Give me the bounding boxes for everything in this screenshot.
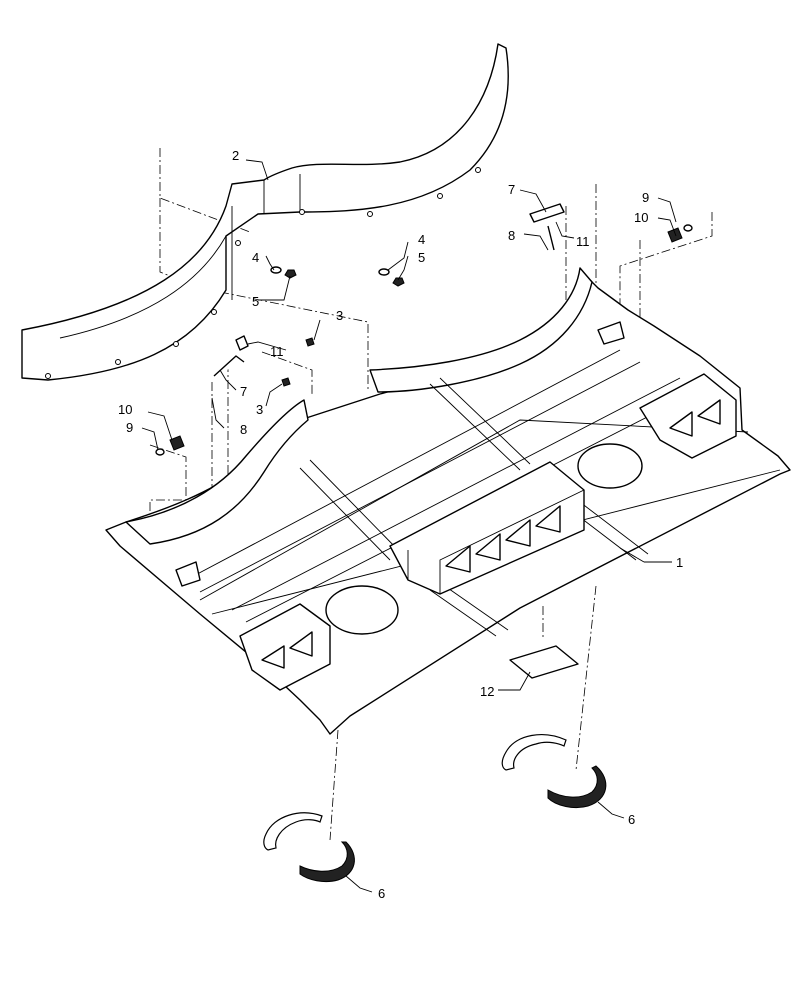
main-tray-part-1 — [105, 267, 791, 735]
callout-11-left: 11 — [270, 344, 284, 359]
callout-11-right: 11 — [576, 234, 590, 249]
callout-5-right: 5 — [418, 250, 425, 265]
callouts: 2 1 3 3 4 4 5 5 6 6 7 7 8 8 9 9 10 10 11… — [118, 148, 683, 901]
callout-8-left: 8 — [240, 422, 247, 437]
bolt-3-lower — [281, 377, 291, 387]
spring-10-right — [667, 227, 683, 243]
decal-12 — [509, 645, 579, 679]
callout-4-left: 4 — [252, 250, 259, 265]
callout-7-right: 7 — [508, 182, 515, 197]
callout-3-lower: 3 — [256, 402, 263, 417]
callout-7-left: 7 — [240, 384, 247, 399]
nut-5-left — [284, 269, 297, 279]
callout-1: 1 — [676, 555, 683, 570]
bolt-3-upper — [305, 337, 315, 347]
spring-10-left — [169, 435, 185, 451]
washer-9-right — [683, 224, 693, 232]
latch-pin-right — [529, 203, 565, 251]
nut-5-right — [392, 277, 405, 287]
callout-5-left: 5 — [252, 294, 259, 309]
callout-12: 12 — [480, 684, 494, 699]
leader-lines — [141, 159, 677, 893]
seals-part-6 — [263, 734, 607, 883]
callout-8-right: 8 — [508, 228, 515, 243]
callout-9-right: 9 — [642, 190, 649, 205]
callout-6-right: 6 — [628, 812, 635, 827]
callout-10-right: 10 — [634, 210, 648, 225]
callout-3-upper: 3 — [336, 308, 343, 323]
washer-4-right — [378, 268, 390, 276]
callout-6-left: 6 — [378, 886, 385, 901]
upper-shield-part-2 — [21, 43, 509, 381]
latch-pin-left — [213, 335, 249, 377]
washer-9-left — [155, 448, 165, 456]
callout-4-right: 4 — [418, 232, 425, 247]
callout-10-left: 10 — [118, 402, 132, 417]
callout-9-left: 9 — [126, 420, 133, 435]
callout-2: 2 — [232, 148, 239, 163]
